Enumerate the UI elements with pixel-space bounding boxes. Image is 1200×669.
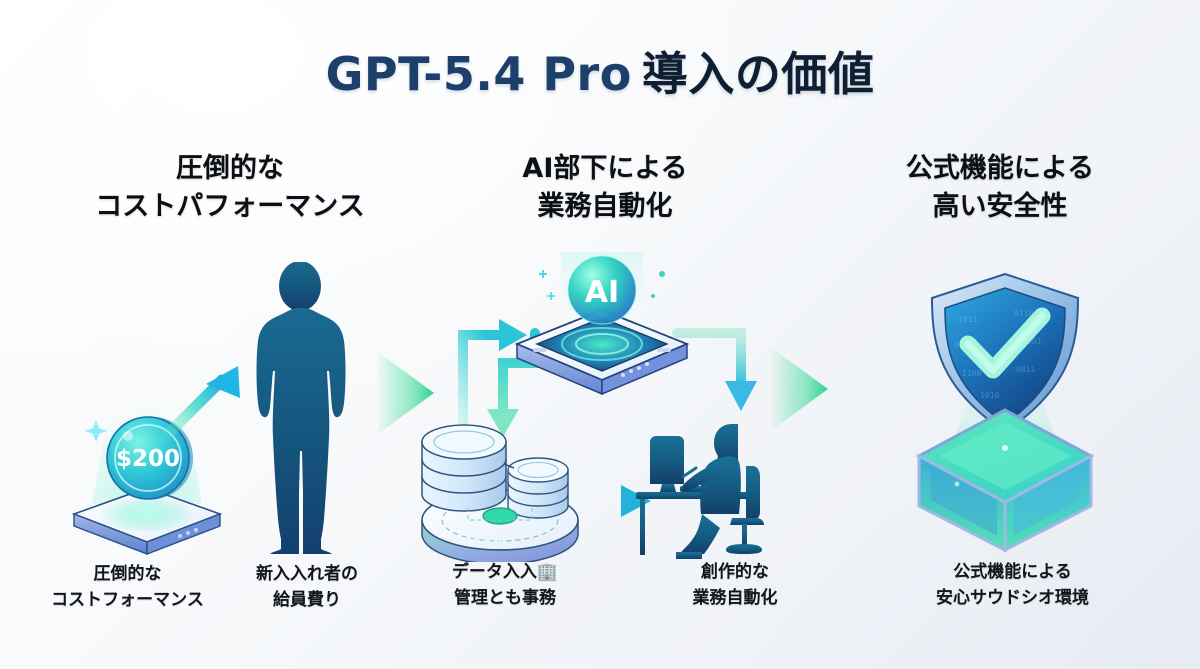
caption-4-line1: 創作的な	[701, 562, 769, 582]
caption-data-entry: データ入入🏢 管理とも事務	[405, 560, 605, 611]
heading-1-line2: コストパフォーマンス	[95, 191, 365, 223]
chevron-separator-icon	[378, 352, 434, 434]
heading-2-line2: 業務自動化	[537, 191, 673, 223]
svg-text:0110: 0110	[1014, 309, 1033, 318]
svg-text:1010: 1010	[980, 391, 999, 400]
heading-3-line2: 高い安全性	[932, 191, 1068, 223]
heading-3-line1: 公式機能による	[905, 153, 1095, 184]
coin-pedestal-icon: $200	[71, 396, 223, 556]
caption-3-line1: データ入入🏢	[451, 562, 559, 582]
database-stack-icon	[421, 424, 579, 562]
caption-4-line2: 業務自動化	[692, 587, 778, 608]
caption-5-line1: 公式機能による	[953, 562, 1072, 582]
title-product: GPT-5.4 Pro	[325, 47, 632, 101]
caption-5-line2: 安心サウドシオ環境	[936, 587, 1089, 608]
heading-2-line1: AI部下による	[522, 153, 688, 184]
secure-cube-icon	[915, 408, 1095, 553]
caption-cost: 圧倒的な コストフォーマンス	[30, 562, 225, 613]
svg-text:1011: 1011	[958, 315, 977, 324]
svg-text:1100: 1100	[962, 369, 981, 378]
ai-device-icon: AI	[514, 252, 690, 396]
caption-1-line1: 圧倒的な	[93, 564, 162, 584]
column-heading-cost-performance: 圧倒的な コストパフォーマンス	[20, 150, 440, 227]
ai-label: AI	[585, 275, 619, 310]
heading-1-line1: 圧倒的な	[176, 153, 284, 184]
coin-value-label: $200	[116, 446, 180, 472]
caption-3-line2: 管理とも事務	[454, 587, 556, 608]
svg-text:0011: 0011	[1016, 365, 1035, 374]
caption-creative-automation: 創作的な 業務自動化	[635, 560, 835, 611]
column-heading-ai-automation: AI部下による 業務自動化	[455, 150, 755, 227]
caption-safe-environment: 公式機能による 安心サウドシオ環境	[895, 560, 1130, 611]
standing-businessman-icon	[256, 262, 346, 554]
column-heading-official-safety: 公式機能による 高い安全性	[845, 150, 1155, 227]
desk-worker-icon	[636, 424, 764, 559]
caption-newhire-salary: 新入入れ者の 給員費り	[222, 562, 392, 613]
title-suffix: 導入の価値	[641, 47, 875, 101]
growth-arrow-icon	[160, 366, 240, 444]
chevron-separator-icon	[772, 348, 828, 430]
caption-1-line2: コストフォーマンス	[51, 589, 204, 610]
caption-2-line1: 新入入れ者の	[256, 564, 358, 584]
svg-text:1001: 1001	[1022, 337, 1041, 346]
caption-2-line2: 給員費り	[273, 589, 341, 610]
